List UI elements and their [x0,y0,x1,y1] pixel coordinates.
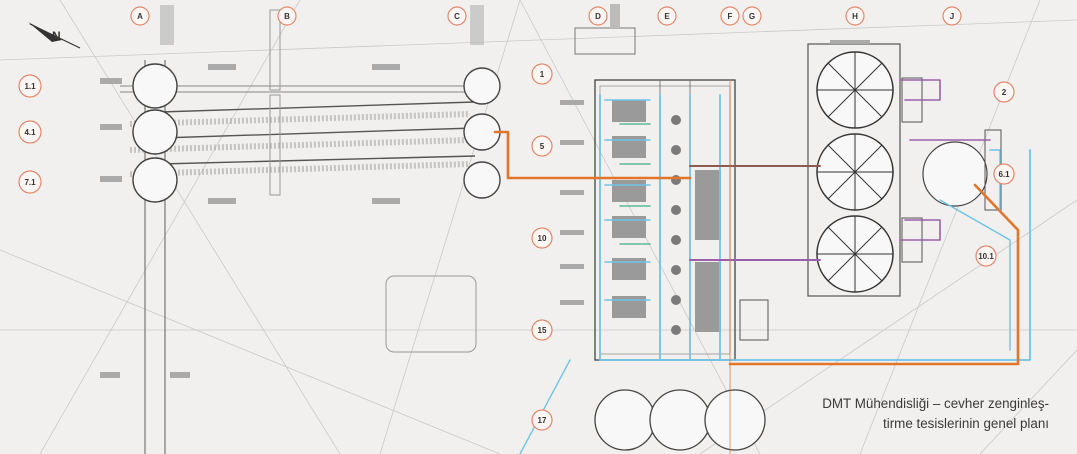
svg-text:7.1: 7.1 [24,178,36,187]
svg-text:H: H [852,12,858,21]
svg-text:E: E [664,12,670,21]
column-marker-b: B [277,6,297,26]
side-marker-6-1: 6.1 [993,163,1015,185]
column-marker-f: F [720,6,740,26]
side-marker-10: 10 [531,227,553,249]
svg-text:4.1: 4.1 [24,128,36,137]
svg-text:1.1: 1.1 [24,82,36,91]
svg-text:D: D [595,12,601,21]
side-marker-10-1: 10.1 [975,245,997,267]
side-marker-2: 2 [993,81,1015,103]
svg-text:F: F [728,12,733,21]
column-marker-j: J [942,6,962,26]
svg-text:10.1: 10.1 [978,252,994,261]
svg-text:J: J [950,12,954,21]
svg-text:10: 10 [538,234,547,243]
svg-text:15: 15 [538,326,547,335]
caption-line-1: DMT Mühendisliği – cevher zenginleş- [822,396,1049,411]
side-marker-17: 17 [531,409,553,431]
column-marker-d: D [588,6,608,26]
side-marker-5: 5 [531,135,553,157]
column-marker-g: G [742,6,762,26]
svg-text:1: 1 [540,70,545,79]
svg-text:N: N [52,29,61,43]
svg-text:17: 17 [538,416,547,425]
svg-text:6.1: 6.1 [998,170,1010,179]
north-arrow: N [28,22,81,49]
caption-line-2: tirme tesislerinin genel planı [883,416,1049,431]
process-building [574,4,769,361]
svg-text:C: C [454,12,460,21]
svg-text:A: A [137,12,143,21]
svg-text:B: B [284,12,290,21]
column-marker-h: H [845,6,865,26]
column-marker-e: E [657,6,677,26]
thickener-tanks [385,43,1002,451]
figure-caption: DMT Mühendisliği – cevher zenginleş- tir… [729,394,1049,434]
pipe-runs [493,79,1031,454]
conveyor-structure [120,5,484,454]
silo-tanks [132,63,501,203]
column-marker-a: A [130,6,150,26]
row-marker-4-1: 4.1 [18,120,42,144]
small-annotations [100,40,870,378]
svg-text:2: 2 [1002,88,1007,97]
side-marker-1: 1 [531,63,553,85]
svg-text:5: 5 [540,142,545,151]
row-marker-1-1: 1.1 [18,74,42,98]
row-marker-7-1: 7.1 [18,170,42,194]
column-marker-c: C [447,6,467,26]
side-marker-15: 15 [531,319,553,341]
svg-text:G: G [749,12,755,21]
